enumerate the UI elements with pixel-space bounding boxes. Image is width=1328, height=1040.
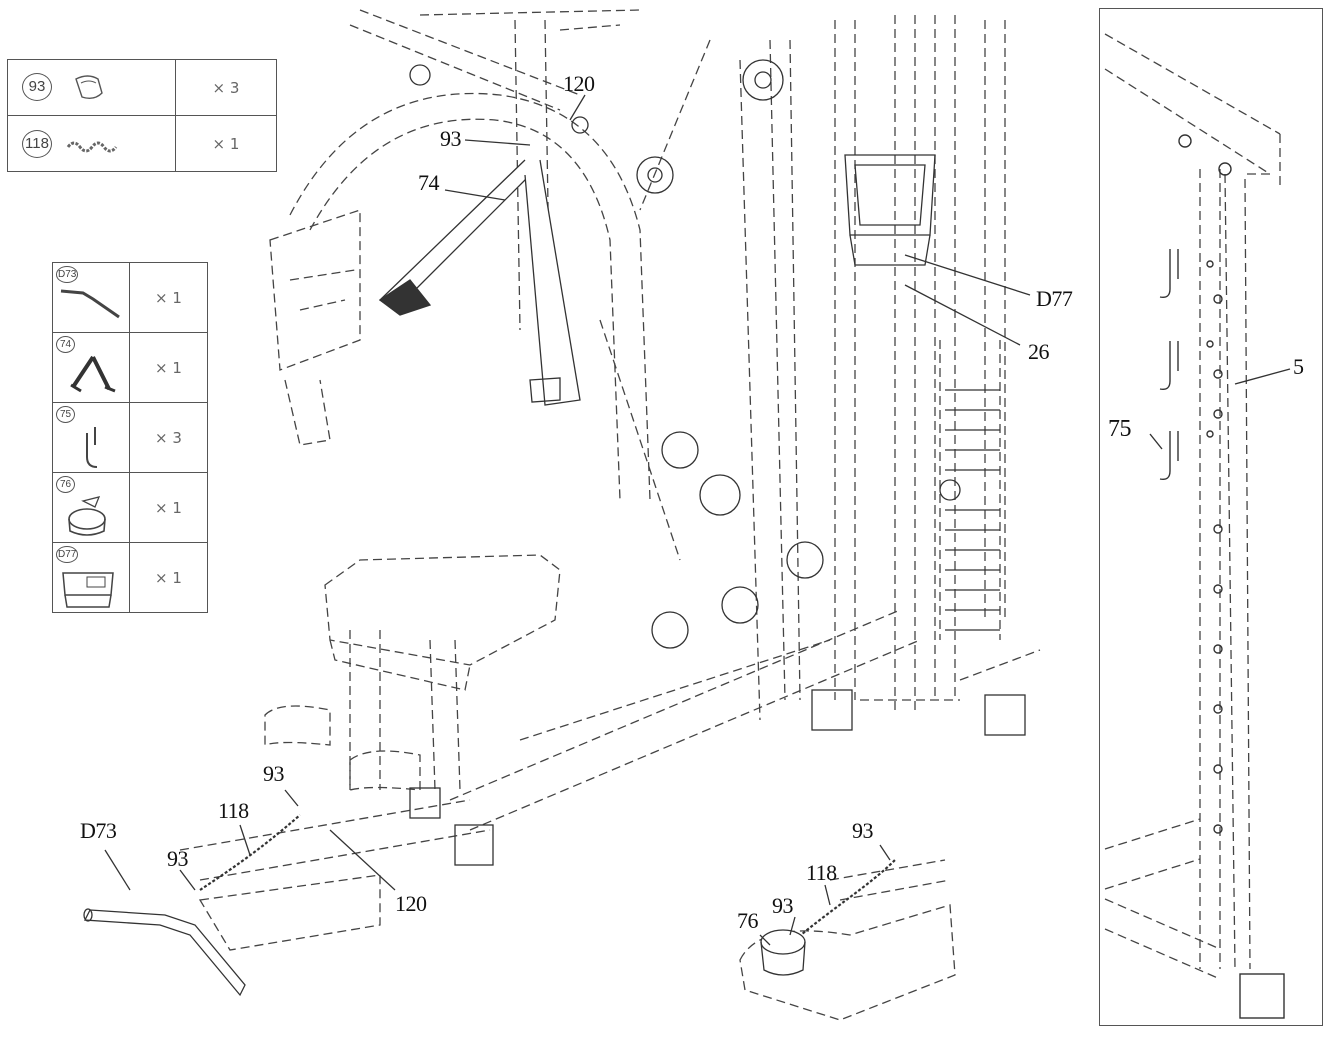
callout-120-top: 120 <box>563 71 595 96</box>
part-number: D77 <box>56 546 79 563</box>
part-number: D73 <box>56 266 79 283</box>
table-row: 93 × 3 <box>7 59 277 116</box>
part-number: 74 <box>56 336 75 353</box>
qty-cell: × 1 <box>175 115 277 172</box>
part-number: 75 <box>56 406 75 423</box>
callout-d77: D77 <box>1036 286 1073 311</box>
qty-cell: × 1 <box>129 542 208 613</box>
table-row: 118 × 1 <box>7 115 277 172</box>
part-number: 118 <box>22 129 52 158</box>
part-number: 93 <box>22 73 52 102</box>
accessory-table: D73 × 1 74 × 1 75 × 3 76 <box>52 262 208 613</box>
hook-icon <box>86 427 98 468</box>
callout-75: 75 <box>1108 416 1132 442</box>
ankle-strap-icon <box>68 496 106 536</box>
qty-cell: × 1 <box>129 262 208 333</box>
triceps-rope-icon <box>70 355 116 393</box>
callout-93-left: 93 <box>167 846 189 871</box>
callout-93-mid: 93 <box>263 761 285 786</box>
shackle-icon <box>75 74 103 99</box>
table-row: D77 × 1 <box>52 542 208 613</box>
holder-icon <box>62 572 114 608</box>
callout-118-right: 118 <box>806 860 837 885</box>
callout-118-left: 118 <box>218 798 249 823</box>
hardware-table: 93 × 3 118 × 1 <box>7 59 277 172</box>
callout-74: 74 <box>418 170 440 195</box>
qty-cell: × 3 <box>175 59 277 116</box>
callout-93-right: 93 <box>852 818 874 843</box>
callout-5: 5 <box>1293 354 1304 379</box>
table-row: 76 × 1 <box>52 472 208 543</box>
curl-bar-icon <box>60 289 120 319</box>
callout-93-right2: 93 <box>772 893 794 918</box>
callout-d73: D73 <box>80 818 117 843</box>
frame-detail-drawing <box>1104 33 1291 1019</box>
qty-cell: × 3 <box>129 402 208 473</box>
table-row: 74 × 1 <box>52 332 208 403</box>
callout-76: 76 <box>737 908 759 933</box>
callout-120-bottom: 120 <box>395 891 427 916</box>
table-row: 75 × 3 <box>52 402 208 473</box>
qty-cell: × 1 <box>129 472 208 543</box>
chain-icon <box>66 141 118 153</box>
callout-93-top: 93 <box>440 126 462 151</box>
part-number: 76 <box>56 476 75 493</box>
table-row: D73 × 1 <box>52 262 208 333</box>
qty-cell: × 1 <box>129 332 208 403</box>
callout-26: 26 <box>1028 339 1050 364</box>
detail-panel: 5 75 <box>1099 8 1323 1026</box>
